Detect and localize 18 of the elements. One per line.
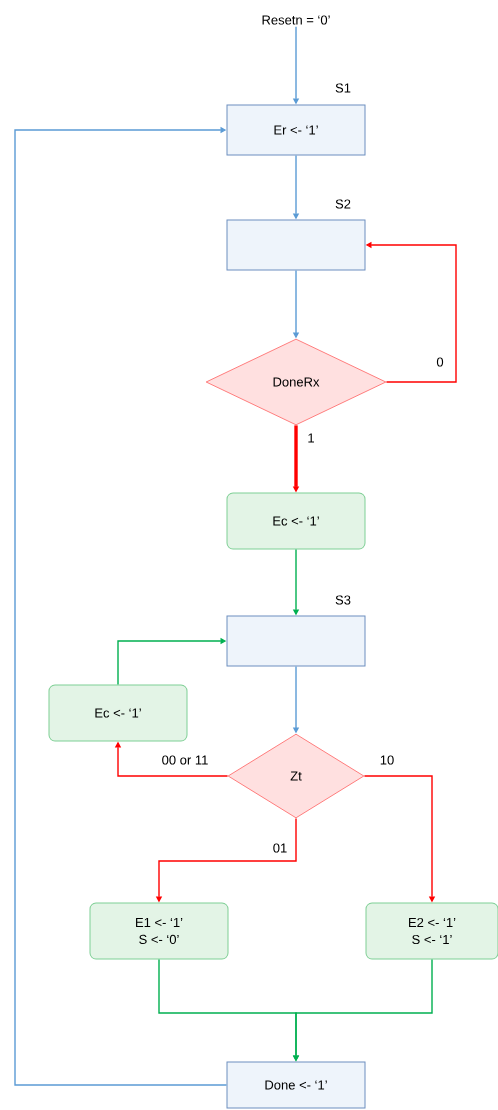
edge-label: 00 or 11: [160, 754, 210, 766]
state-label: S1: [335, 83, 351, 93]
edge-label: 1: [306, 432, 316, 444]
state-label: S2: [335, 199, 351, 209]
arrow: [14, 126, 228, 1086]
action-box: E1 <- ‘1’ S <- ‘0’: [89, 902, 229, 960]
action-box: Ec <- ‘1’: [226, 492, 366, 550]
state-box: [226, 219, 366, 271]
edge-label: 0: [435, 356, 445, 368]
edge-label: 10: [378, 754, 396, 766]
edge-label: 01: [271, 842, 289, 854]
state-box: Er <- ‘1’: [226, 104, 366, 156]
state-label: S3: [335, 595, 351, 605]
state-box: Done <- ‘1’: [226, 1061, 366, 1109]
action-box: Ec <- ‘1’: [48, 684, 188, 742]
action-box: E2 <- ‘1’ S <- ‘1’: [365, 902, 498, 960]
state-box: [226, 615, 366, 667]
start-label: Resetn = ‘0’: [262, 15, 330, 25]
